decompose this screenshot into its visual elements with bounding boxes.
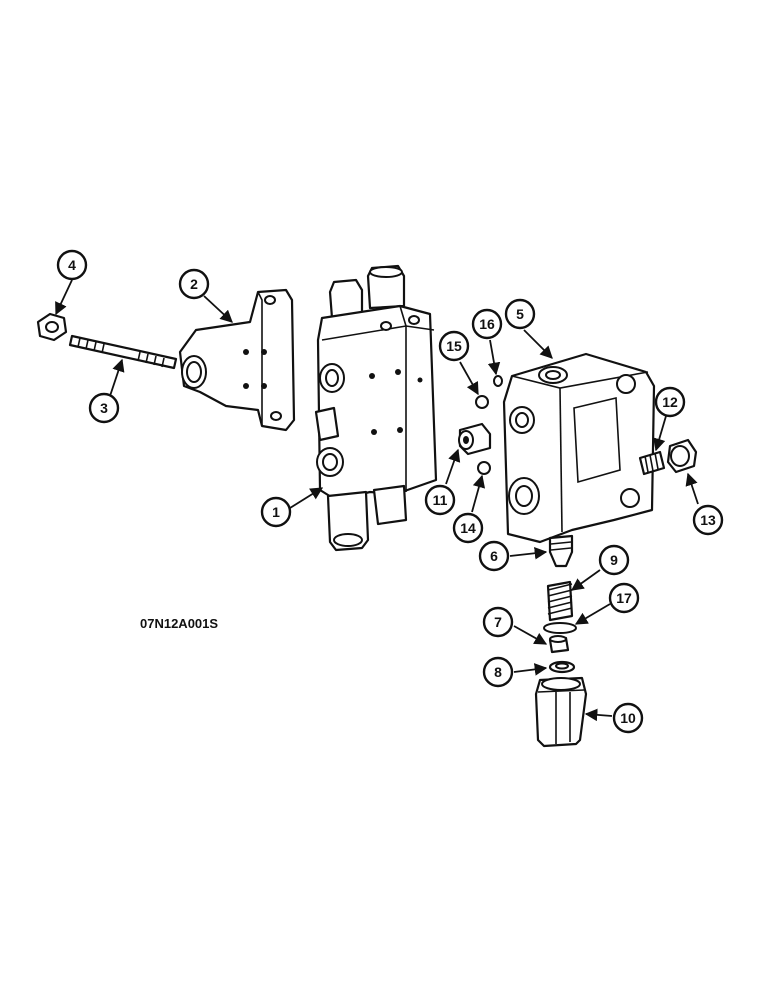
svg-text:16: 16 — [479, 316, 495, 332]
part-2-end-plate — [178, 288, 296, 432]
svg-text:12: 12 — [662, 394, 678, 410]
callout-11: 11 — [424, 484, 456, 516]
part-7-poppet — [548, 635, 570, 654]
callout-13: 13 — [692, 504, 724, 536]
part-9-spring — [546, 580, 574, 622]
svg-text:13: 13 — [700, 512, 716, 528]
callout-16: 16 — [471, 308, 503, 340]
part-15-o-ring — [475, 395, 489, 409]
part-1-valve-body — [314, 264, 438, 552]
part-3-threaded-stud — [68, 334, 178, 370]
callout-3: 3 — [88, 392, 120, 424]
callout-17: 17 — [608, 582, 640, 614]
part-11-plug — [458, 422, 492, 456]
svg-text:17: 17 — [616, 590, 632, 606]
part-4-hex-nut — [36, 312, 68, 342]
part-10-adapter-fitting — [534, 676, 588, 748]
part-12-set-screw — [638, 450, 666, 476]
part-14-o-ring — [477, 461, 491, 475]
svg-text:11: 11 — [433, 492, 448, 508]
callout-9: 9 — [598, 544, 630, 576]
callout-12: 12 — [654, 386, 686, 418]
svg-text:6: 6 — [490, 548, 498, 564]
callout-14: 14 — [452, 512, 484, 544]
callout-1: 1 — [260, 496, 292, 528]
svg-text:10: 10 — [620, 710, 636, 726]
svg-text:15: 15 — [446, 338, 462, 354]
callout-6: 6 — [478, 540, 510, 572]
callout-8: 8 — [482, 656, 514, 688]
svg-text:8: 8 — [494, 664, 502, 680]
callout-4: 4 — [56, 249, 88, 281]
part-6-valve-spool — [548, 534, 574, 568]
callout-15: 15 — [438, 330, 470, 362]
callout-7: 7 — [482, 606, 514, 638]
part-5-cover-housing — [502, 352, 656, 544]
svg-text:2: 2 — [190, 276, 198, 292]
part-16-o-ring — [493, 375, 503, 387]
svg-text:7: 7 — [494, 614, 502, 630]
callout-2: 2 — [178, 268, 210, 300]
svg-text:9: 9 — [610, 552, 618, 568]
svg-text:3: 3 — [100, 400, 108, 416]
svg-text:4: 4 — [68, 257, 76, 273]
part-17-o-ring — [543, 622, 577, 634]
part-13-cap-plug — [666, 438, 698, 474]
drawing-reference-code: 07N12A001S — [140, 616, 218, 631]
svg-text:14: 14 — [460, 520, 476, 536]
svg-text:5: 5 — [516, 306, 524, 322]
part-8-washer — [548, 660, 576, 674]
svg-text:1: 1 — [272, 504, 280, 520]
leader-lines — [55, 279, 699, 722]
callout-5: 5 — [504, 298, 536, 330]
callout-10: 10 — [612, 702, 644, 734]
